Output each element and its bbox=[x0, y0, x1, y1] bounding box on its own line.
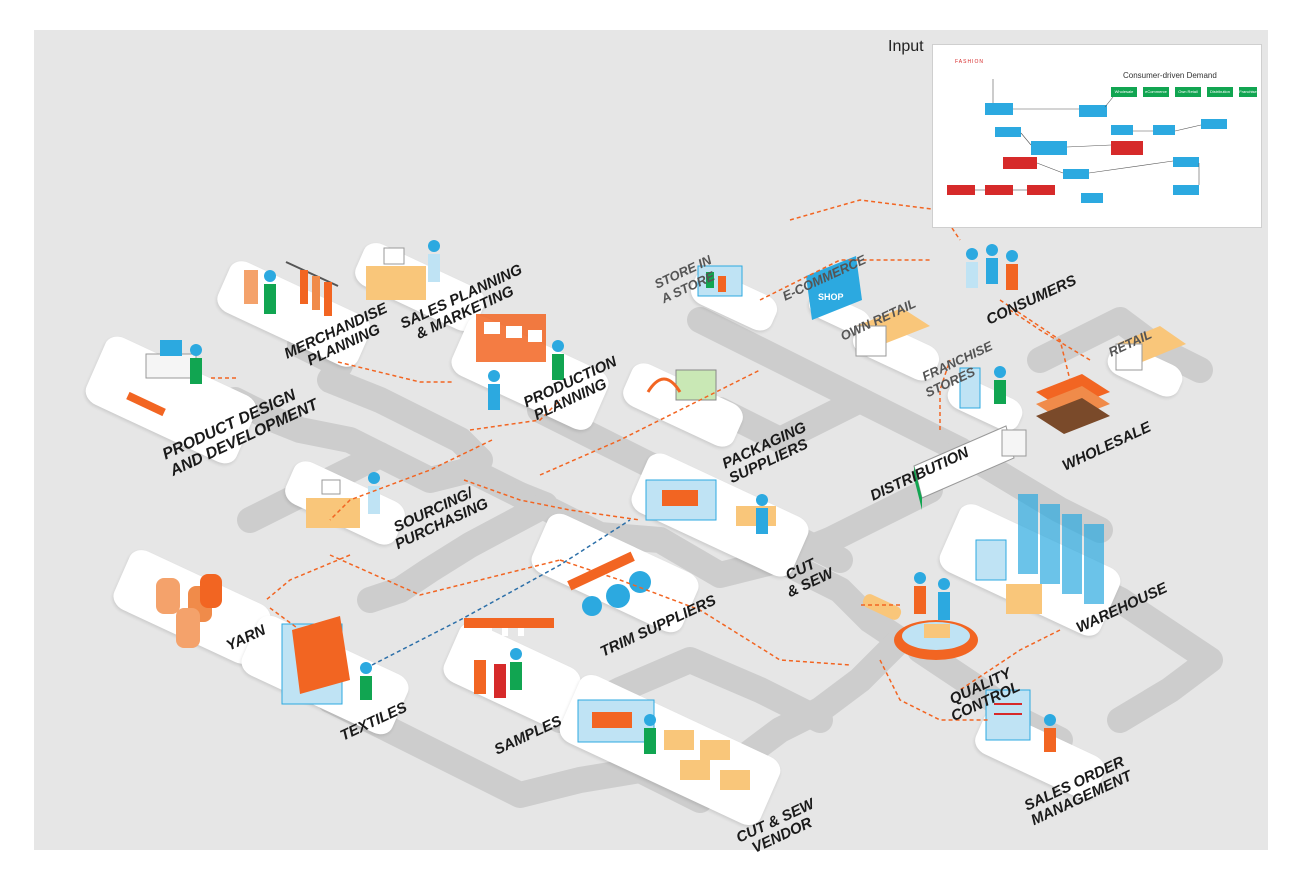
samples-rack-illustration bbox=[464, 618, 554, 698]
retail-store-illustration bbox=[1115, 326, 1186, 371]
ecommerce-screen-illustration: SHOP bbox=[806, 256, 862, 320]
flow-line bbox=[337, 361, 454, 383]
inset-box bbox=[1153, 125, 1175, 135]
flow-line bbox=[1009, 309, 1091, 361]
inset-box bbox=[1063, 169, 1089, 179]
consumers-illustration bbox=[966, 244, 1018, 290]
inset-box bbox=[985, 185, 1013, 195]
inset-channel-box: Own Retail bbox=[1175, 87, 1201, 97]
cut-sew-vendor-illustration bbox=[577, 699, 750, 790]
flow-line bbox=[265, 554, 351, 601]
yarn-spools-illustration bbox=[156, 574, 222, 648]
sales-order-illustration bbox=[985, 689, 1056, 752]
store-in-store-illustration bbox=[697, 265, 743, 297]
wholesale-stack-illustration bbox=[1036, 374, 1110, 434]
inset-diagram: FASHION Consumer-driven Demand Wholesale… bbox=[932, 44, 1262, 228]
inset-demand-label: Consumer-driven Demand bbox=[1123, 71, 1217, 80]
flow-line bbox=[329, 439, 493, 521]
franchise-illustration bbox=[959, 366, 1006, 409]
road-segment bbox=[727, 627, 913, 773]
textile-machine-illustration bbox=[281, 616, 372, 705]
cut-sew-machine-illustration bbox=[645, 479, 776, 534]
flow-line bbox=[559, 559, 851, 666]
truck-illustration bbox=[913, 425, 1027, 510]
shop-sign-text: SHOP bbox=[818, 292, 844, 302]
clothing-rack-illustration bbox=[244, 261, 339, 316]
flow-line bbox=[999, 299, 1071, 381]
inset-box bbox=[1081, 193, 1103, 203]
inset-channel-box: Distribution bbox=[1207, 87, 1233, 97]
planning-board-illustration bbox=[476, 314, 564, 410]
design-desk-illustration bbox=[126, 340, 202, 417]
inset-channel-box: Franchise Stores bbox=[1239, 87, 1257, 97]
inset-channel-box: Wholesale bbox=[1111, 87, 1137, 97]
flow-line bbox=[329, 554, 561, 596]
flow-line bbox=[463, 479, 641, 521]
inset-box bbox=[1031, 141, 1067, 155]
trim-illustration bbox=[567, 551, 651, 616]
inset-title: Input bbox=[888, 38, 924, 55]
sales-desk-illustration bbox=[366, 240, 440, 300]
own-retail-illustration bbox=[855, 308, 930, 357]
road-segment bbox=[767, 477, 943, 573]
inset-box bbox=[1079, 105, 1107, 117]
quality-control-illustration bbox=[862, 572, 978, 660]
flow-line bbox=[539, 369, 761, 476]
inset-box bbox=[1111, 125, 1133, 135]
flow-line bbox=[959, 629, 1061, 691]
inset-box bbox=[1027, 185, 1055, 195]
road-segment bbox=[707, 387, 873, 453]
road-segment bbox=[407, 407, 493, 473]
road-segment bbox=[687, 307, 973, 463]
flow-line-blue bbox=[371, 519, 631, 666]
inset-box bbox=[995, 127, 1021, 137]
sourcing-desk-illustration bbox=[306, 472, 380, 528]
inset-box bbox=[1003, 157, 1037, 169]
inset-box bbox=[1111, 141, 1143, 155]
inset-brand: FASHION bbox=[955, 59, 984, 65]
road-segment bbox=[357, 492, 558, 613]
inset-box bbox=[1201, 119, 1227, 129]
inset-box bbox=[985, 103, 1013, 115]
inset-box bbox=[947, 185, 975, 195]
packaging-illustration bbox=[646, 369, 717, 401]
flow-line bbox=[469, 399, 561, 431]
flow-line bbox=[759, 259, 930, 301]
flow-line bbox=[879, 659, 990, 721]
inset-connectors bbox=[975, 79, 1202, 191]
flow-line bbox=[269, 607, 301, 631]
road-segment bbox=[1027, 307, 1213, 383]
inset-box bbox=[1173, 157, 1199, 167]
warehouse-illustration bbox=[975, 494, 1104, 614]
inset-box bbox=[1173, 185, 1199, 195]
inset-channel-box: eCommerce bbox=[1143, 87, 1169, 97]
